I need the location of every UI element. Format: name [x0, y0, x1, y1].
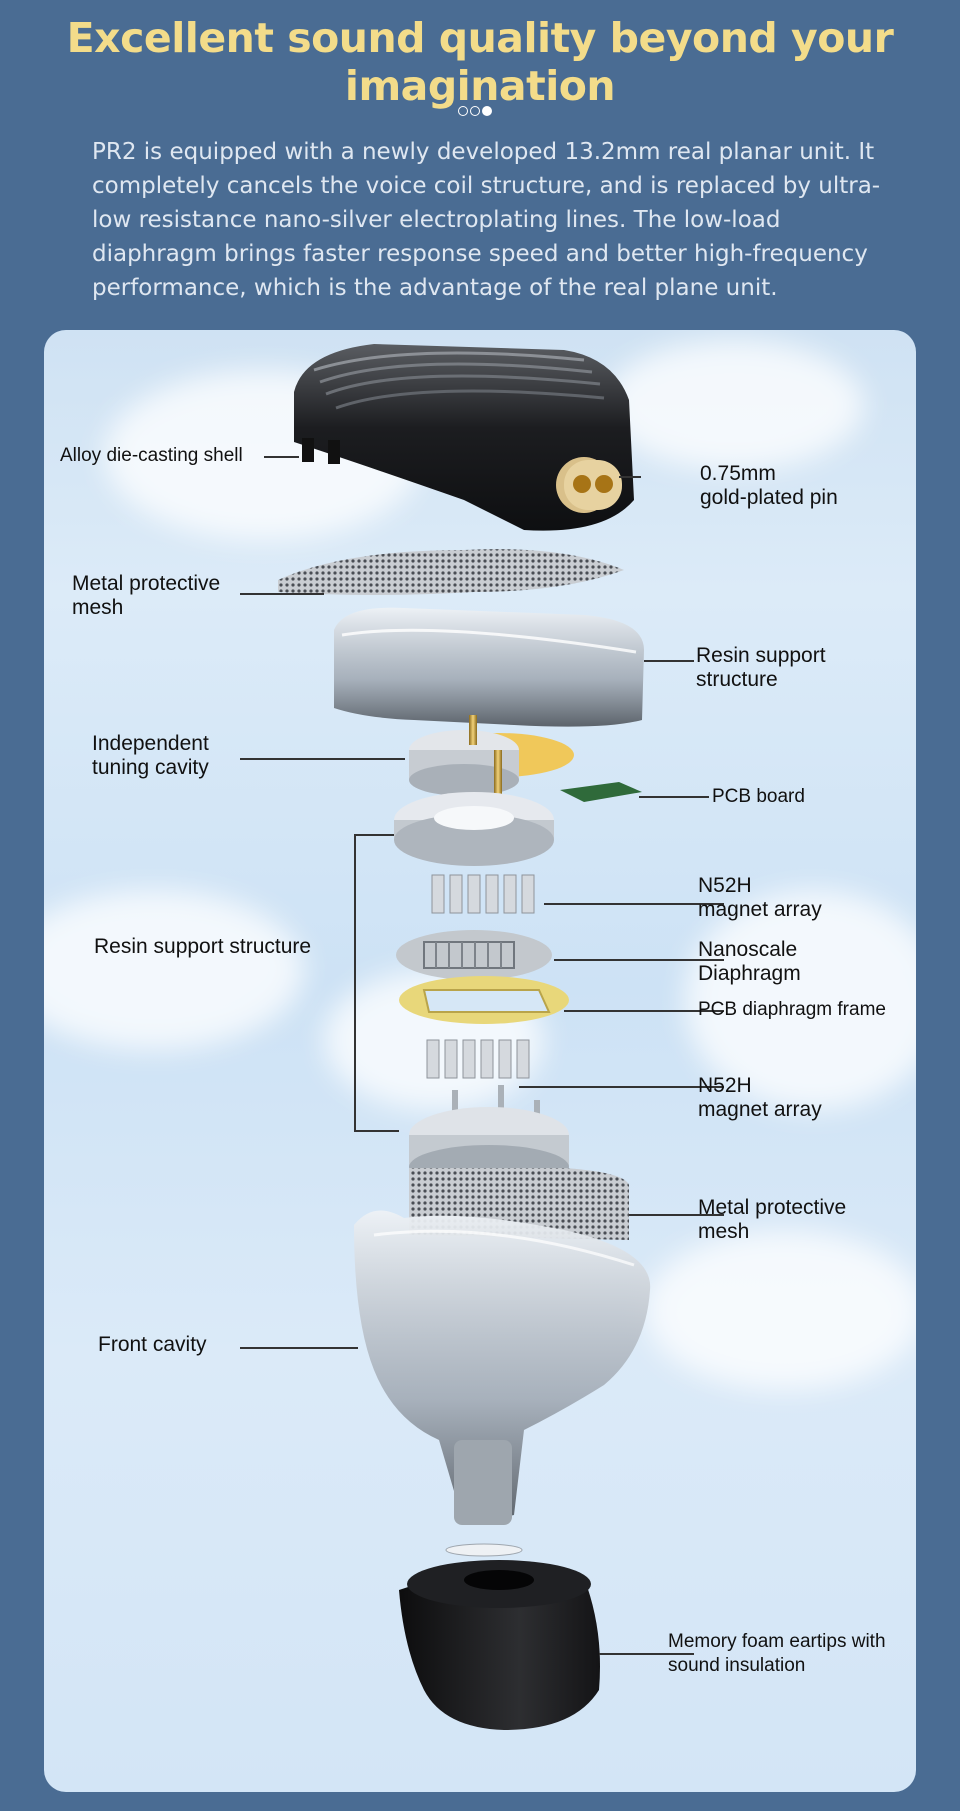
label-resin-structure-side: Resin support structure — [94, 935, 312, 958]
front-cavity-part — [354, 1210, 651, 1525]
diaphragm-part — [396, 930, 552, 980]
label-line: Metal protective — [72, 572, 221, 595]
label-metal-mesh-top: Metal protective mesh — [72, 572, 220, 620]
label-line: magnet array — [698, 1098, 822, 1121]
label-line: mesh — [698, 1220, 750, 1243]
leader-line — [354, 834, 356, 1130]
label-line: Nanoscale — [698, 938, 798, 961]
label-front-cavity: Front cavity — [98, 1333, 207, 1356]
leader-line — [354, 834, 394, 836]
leader-line — [564, 1010, 724, 1012]
label-line: Independent — [92, 732, 209, 755]
leader-line — [519, 1086, 724, 1088]
leader-line — [644, 660, 694, 662]
page-title: Excellent sound quality beyond your imag… — [66, 14, 894, 110]
label-line: Metal protective — [698, 1196, 847, 1219]
leader-line — [264, 456, 299, 458]
leader-line — [544, 903, 724, 905]
resin-structure-part — [334, 607, 644, 727]
label-line: Resin support — [696, 644, 826, 667]
label-diaphragm: Nanoscale Diaphragm — [698, 938, 801, 986]
filter-disc-part — [445, 1543, 523, 1557]
label-line: N52H — [698, 1074, 752, 1097]
label-line: gold-plated pin — [700, 486, 838, 509]
earphone-exploded-illustration — [278, 344, 651, 1730]
cloud — [604, 340, 864, 470]
pager-dot[interactable] — [458, 106, 468, 116]
label-line: Memory foam eartips with — [668, 1631, 886, 1652]
label-line: magnet array — [698, 898, 822, 921]
leader-line — [629, 1214, 724, 1216]
label-line: N52H — [698, 874, 752, 897]
foam-eartip-part — [399, 1560, 600, 1730]
label-line: 0.75mm — [700, 462, 776, 485]
label-resin-structure-top: Resin support structure — [696, 644, 826, 692]
label-metal-mesh-bottom: Metal protective mesh — [698, 1196, 846, 1244]
leader-line — [619, 476, 641, 478]
magnet-array-bottom-part — [426, 1039, 530, 1079]
label-magnet-top: N52H magnet array — [698, 874, 822, 922]
label-eartips: Memory foam eartips with sound insulatio… — [668, 1630, 886, 1678]
resin-disc-part — [394, 792, 554, 866]
pager-dot[interactable] — [470, 106, 480, 116]
cloud — [644, 1230, 916, 1390]
label-diaphragm-frame: PCB diaphragm frame — [698, 999, 886, 1020]
label-line: mesh — [72, 596, 124, 619]
leader-line — [599, 1653, 694, 1655]
exploded-view-panel: Alloy die-casting shell 0.75mm gold-plat… — [44, 330, 916, 1792]
label-line: Diaphragm — [698, 962, 801, 985]
label-magnet-bottom: N52H magnet array — [698, 1074, 822, 1122]
intro-text: PR2 is equipped with a newly developed 1… — [92, 139, 881, 301]
cloud — [684, 890, 916, 1110]
leader-line — [240, 1347, 358, 1349]
magnet-array-top-part — [431, 874, 535, 914]
tuning-cavity-part — [409, 715, 574, 796]
leader-line — [240, 758, 405, 760]
diaphragm-frame-part — [399, 976, 569, 1024]
pager-dot-active[interactable] — [482, 106, 492, 116]
cloud — [44, 890, 304, 1050]
label-gold-pin: 0.75mm gold-plated pin — [700, 462, 838, 510]
leader-line — [554, 959, 724, 961]
label-line: sound insulation — [668, 1655, 806, 1676]
leader-line — [639, 796, 709, 798]
label-line: structure — [696, 668, 778, 691]
alloy-shell-part — [294, 344, 634, 531]
leader-line — [354, 1130, 399, 1132]
label-line: tuning cavity — [92, 756, 209, 779]
label-pcb-board: PCB board — [712, 786, 805, 807]
leader-line — [240, 593, 324, 595]
carousel-pager — [458, 103, 494, 117]
pcb-board-part — [560, 782, 642, 802]
label-alloy-shell: Alloy die-casting shell — [60, 445, 243, 466]
metal-mesh-top-part — [278, 549, 624, 595]
label-tuning-cavity: Independent tuning cavity — [92, 732, 209, 780]
